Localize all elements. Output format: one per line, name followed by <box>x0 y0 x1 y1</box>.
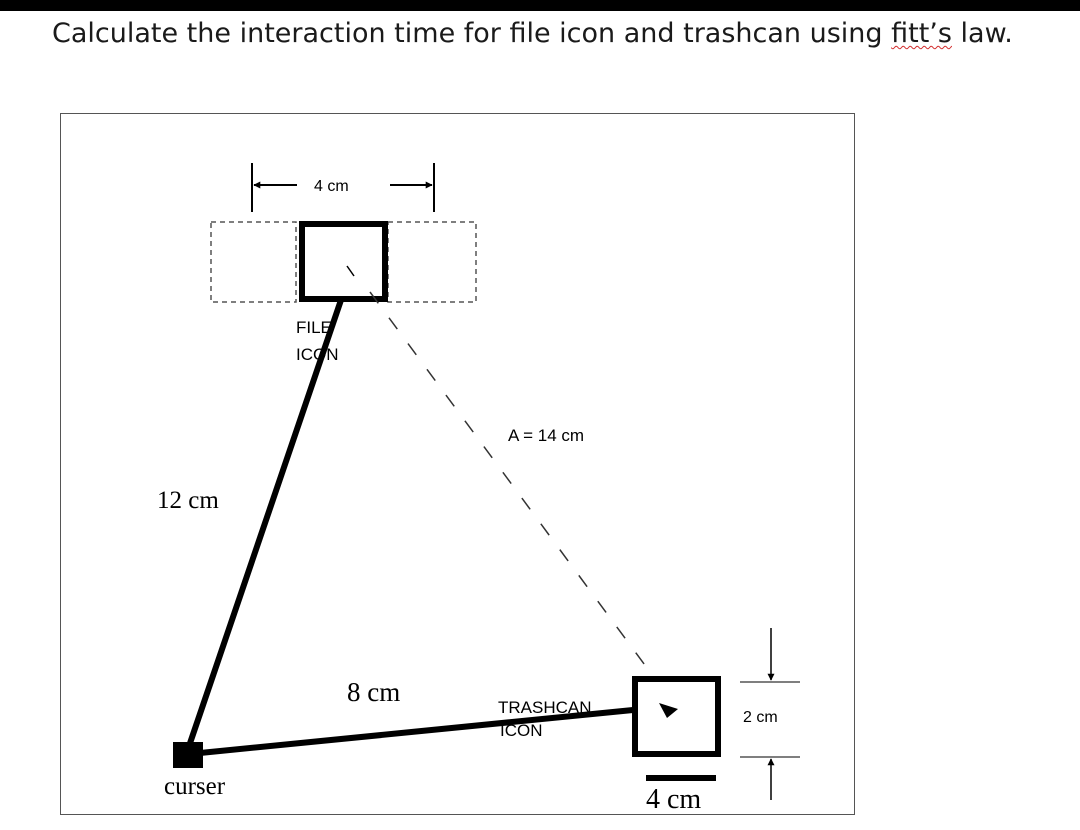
trashcan-icon-label-line1: TRASHCAN <box>498 698 592 717</box>
file-icon-left-tolerance-box <box>210 221 297 303</box>
trashcan-height-label: 2 cm <box>743 709 778 726</box>
cursor-to-file-path <box>184 299 344 753</box>
file-icon-label-line1: FILE <box>296 318 332 337</box>
file-icon-box <box>299 221 388 302</box>
trashcan-cursor-arrow <box>659 703 678 718</box>
cursor-to-file-distance-label: 12 cm <box>157 487 219 514</box>
file-icon-label-line2: ICON <box>296 345 339 364</box>
amplitude-dashed-line <box>369 291 651 673</box>
diagram-frame <box>60 113 855 815</box>
trashcan-icon-label-line2: ICON <box>500 721 543 740</box>
file-icon-right-tolerance-box <box>387 221 477 303</box>
amplitude-label: A = 14 cm <box>508 426 584 445</box>
trashcan-icon-box <box>632 676 721 757</box>
top-bar <box>0 0 1080 11</box>
cursor-label: curser <box>164 773 226 800</box>
spellcheck-flagged-word: fitt’s <box>891 18 952 49</box>
question-text-start: Calculate the interaction time for file … <box>52 18 892 49</box>
cursor-to-trashcan-path <box>189 707 634 757</box>
trashcan-width-label: 4 cm <box>646 784 701 815</box>
file-icon-pointer-mark <box>346 265 355 277</box>
file-icon-width-label: 4 cm <box>314 178 349 195</box>
question-text-end: law. <box>951 18 1013 49</box>
cursor-square <box>173 742 203 768</box>
question-text: Calculate the interaction time for file … <box>52 18 1013 49</box>
cursor-to-trashcan-distance-label: 8 cm <box>347 677 400 707</box>
